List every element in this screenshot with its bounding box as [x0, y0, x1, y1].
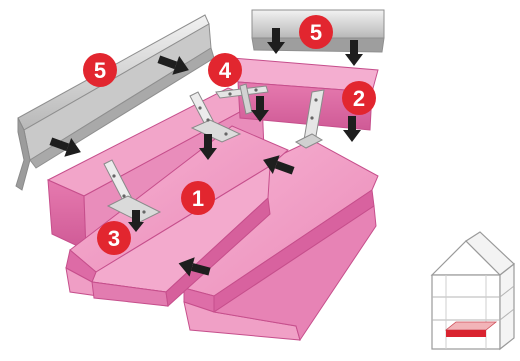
- arrow-icon: [49, 137, 81, 157]
- badge-5-right: 5: [299, 15, 333, 49]
- arrow-icon: [199, 134, 217, 160]
- pink-slab-right: [183, 139, 379, 342]
- arrow-icon: [267, 28, 285, 54]
- badge-4: 4: [208, 53, 242, 87]
- house-icon: [430, 231, 515, 351]
- arrow-icon: [263, 155, 295, 175]
- arrow-icon: [343, 116, 361, 142]
- badge-5-left-label: 5: [94, 58, 106, 83]
- arrow-icon: [251, 96, 269, 122]
- badge-1: 1: [181, 181, 215, 215]
- arrow-icon: [128, 210, 144, 232]
- bracket-right: [294, 89, 325, 149]
- badge-1-label: 1: [192, 186, 204, 211]
- arrows: [49, 28, 363, 277]
- badge-5-left: 5: [83, 53, 117, 87]
- badge-2-label: 2: [353, 86, 365, 111]
- floor-highlight: [446, 330, 486, 337]
- badge-5-right-label: 5: [310, 20, 322, 45]
- bracket-top: [215, 83, 269, 115]
- arrow-icon: [345, 40, 363, 66]
- arrow-icon: [178, 257, 211, 277]
- badge-4-label: 4: [219, 58, 232, 83]
- arrow-icon: [157, 55, 189, 75]
- badge-3-label: 3: [108, 226, 120, 251]
- badge-3: 3: [97, 221, 131, 255]
- badge-2: 2: [342, 81, 376, 115]
